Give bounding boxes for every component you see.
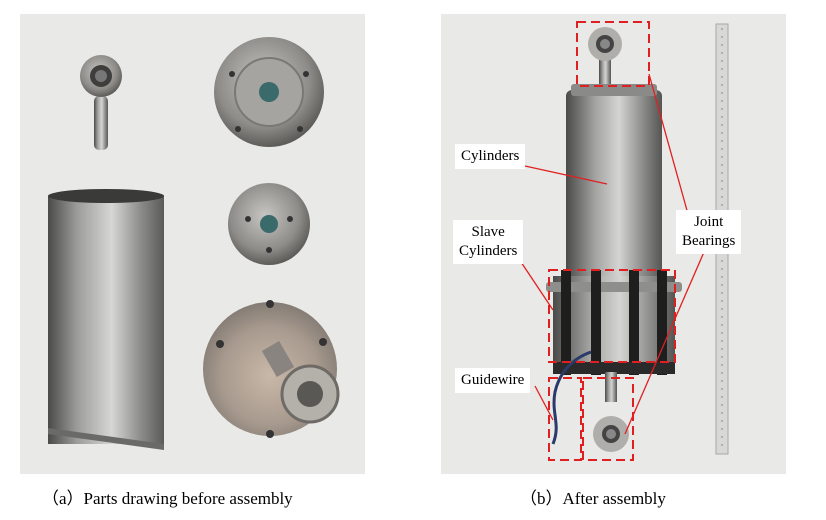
rod-end-bearing-part [80,55,122,150]
label-joint-line2: Bearings [682,233,736,249]
slave-cylinders-highlight [548,269,676,363]
top-bearing-highlight [576,21,650,87]
flange-disc-part [214,37,324,147]
bottom-joint-bearing [593,372,629,452]
main-cylinder [566,84,662,278]
small-disc-part [228,183,310,265]
guidewire-cable [551,350,592,445]
leader-lines [518,73,705,435]
top-joint-bearing [588,27,622,86]
caption-a: （a）Parts drawing before assembly [42,489,293,508]
label-slave-cylinders: Slave Cylinders [453,220,524,264]
cylinder-tube-part [48,189,164,450]
parts-photo-panel [20,14,365,474]
caption-b: （b）After assembly [520,489,666,508]
slave-cylinders-assembly [546,270,682,375]
base-plate-part [203,300,340,438]
assembled-photo-panel: Cylinders Slave Cylinders Joint Bearings… [441,14,786,474]
guidewire-highlight [548,377,582,461]
label-joint-bearings: Joint Bearings [676,210,742,254]
label-cylinders: Cylinders [455,144,526,169]
label-slave-line2: Cylinders [459,243,518,259]
label-guidewire: Guidewire [455,368,531,393]
highlight-boxes [548,21,676,461]
parts-illustration [48,37,340,450]
label-joint-line1: Joint [694,214,724,230]
bottom-bearing-highlight [582,377,634,461]
assembly-illustration [518,21,729,461]
label-slave-line1: Slave [471,224,505,240]
